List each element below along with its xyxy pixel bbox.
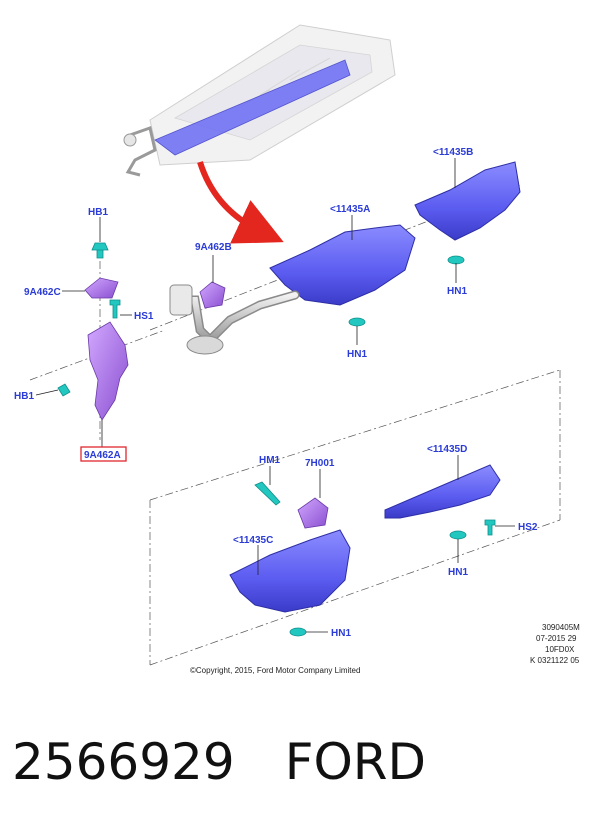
part-number: 2566929 [12, 733, 235, 791]
red-direction-arrow [197, 161, 284, 244]
highlight-box-9a462a [80, 446, 127, 462]
fastener-hs1 [109, 299, 121, 319]
brand-name: FORD [284, 733, 427, 791]
bracket-7h001 [297, 497, 329, 529]
meta-line-3: 10FD0X [545, 645, 575, 654]
vehicle-floor-ghost [123, 24, 396, 177]
callout-hn1-mid: HN1 [347, 349, 367, 360]
exhaust-pipe [169, 284, 300, 355]
callout-hs2: HS2 [518, 522, 538, 533]
bracket-9a462b [199, 281, 226, 309]
fastener-hs2 [484, 519, 496, 536]
callout-9a462c: 9A462C [24, 287, 61, 298]
callout-11435b: <11435B [433, 147, 473, 158]
callout-hn1-lower: HN1 [448, 567, 468, 578]
copyright-text: ©Copyright, 2015, Ford Motor Company Lim… [190, 666, 360, 675]
callout-9a462a: 9A462A [84, 450, 121, 461]
heat-shield-11435b [414, 161, 521, 241]
fastener-hb1-left [57, 383, 71, 397]
fastener-hn1-mid [348, 317, 366, 327]
heat-shield-11435d [384, 464, 501, 519]
heat-shield-11435c [229, 529, 351, 613]
leader-lines [35, 158, 515, 633]
callout-hb1-top: HB1 [88, 207, 108, 218]
callout-hs1: HS1 [134, 311, 154, 322]
fastener-hn1-bottom [289, 627, 307, 637]
meta-line-2: 07-2015 29 [536, 634, 577, 643]
callout-11435a: <11435A [330, 204, 370, 215]
fastener-hn1-right [447, 255, 465, 265]
callout-hn1-bottom: HN1 [331, 628, 351, 639]
callout-7h001: 7H001 [305, 458, 335, 469]
fastener-hb1-top [91, 242, 109, 259]
heat-shield-11435a [269, 224, 416, 306]
fastener-hm1 [254, 481, 281, 506]
exploded-parts-diagram: HB1 9A462C HS1 HB1 9A462A 9A462B <11435A… [14, 24, 580, 675]
bracket-9a462c [84, 277, 119, 299]
callout-hm1: HM1 [259, 455, 281, 466]
callout-9a462b: 9A462B [195, 242, 232, 253]
callout-11435d: <11435D [427, 444, 467, 455]
callout-hn1-right: HN1 [447, 286, 467, 297]
part-label: 2566929 FORD [12, 722, 592, 802]
meta-line-4: K 0321122 05 [530, 656, 580, 665]
bracket-9a462a [87, 321, 129, 421]
callout-11435c: <11435C [233, 535, 273, 546]
fastener-hn1-lower [449, 530, 467, 540]
callout-hb1-left: HB1 [14, 391, 34, 402]
meta-line-1: 3090405M [542, 623, 580, 632]
